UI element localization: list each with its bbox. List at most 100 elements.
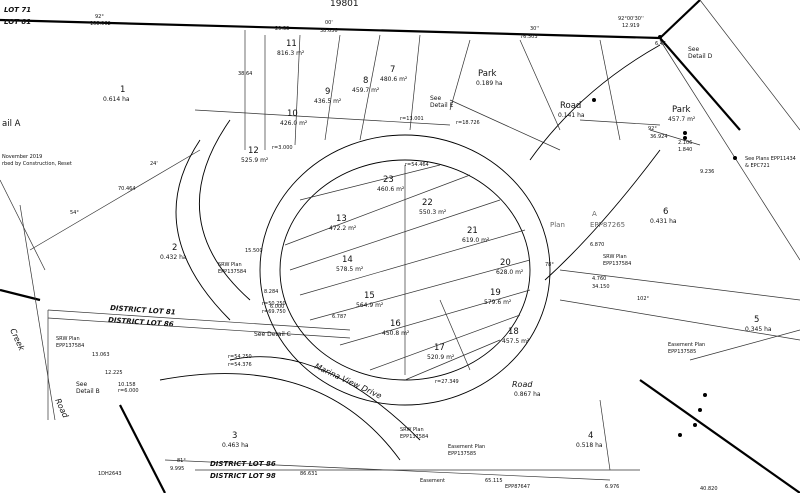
- dim-6: r=54.376: [228, 362, 252, 368]
- dim-24: 6.976: [605, 484, 619, 490]
- easement1-label: Easement Plan: [668, 342, 705, 348]
- dim-4: 38.64: [238, 71, 252, 77]
- lot-21-number: 21: [467, 226, 478, 236]
- dim-5: r=54.250: [228, 354, 252, 360]
- lot-3-number: 3: [232, 431, 237, 441]
- dl86-bottom: DISTRICT LOT 86: [210, 460, 276, 468]
- lot-12-area: 525.9 m²: [241, 157, 269, 164]
- park2-area: 457.7 m²: [668, 116, 696, 123]
- dim-7: r=27.349: [435, 379, 459, 385]
- side-disturbed: rbed by Construction, Reset: [2, 161, 72, 167]
- detail-c: See Detail C: [254, 331, 291, 338]
- detail-e-text-line1: Detail E: [430, 102, 454, 109]
- dim-23: 40.820: [700, 486, 718, 492]
- dim-25: 36.924: [650, 134, 668, 140]
- detail-b-text: See: [76, 381, 88, 388]
- lot-18-area: 457.5 m²: [502, 338, 530, 345]
- lot-2: 20.432 ha: [160, 243, 187, 261]
- plan-a-name: Plan: [550, 221, 565, 229]
- lot-20-number: 20: [500, 258, 511, 268]
- dim-14: 6.787: [332, 314, 346, 320]
- lot-10-area: 426.0 m²: [280, 120, 308, 127]
- dim-1: 70.464: [118, 186, 136, 192]
- dim-20: 34.150: [592, 284, 610, 290]
- dim-9: r=13.001: [400, 116, 424, 122]
- dim-37: 9.995: [170, 466, 184, 472]
- lot-15-area: 564.9 m²: [356, 302, 384, 309]
- easement1-num: EPP137585: [668, 349, 696, 355]
- lot-5-number: 5: [754, 315, 759, 325]
- lot-19-area: 579.6 m²: [484, 299, 512, 306]
- lot-4: 40.518 ha: [576, 431, 603, 449]
- see-plans2: & EPC721: [745, 163, 770, 169]
- road-top-name: Road: [560, 101, 581, 111]
- lot-9-number: 9: [325, 87, 330, 97]
- srw3-label: SRW Plan: [56, 336, 80, 342]
- lot-6-area: 0.431 ha: [650, 218, 677, 225]
- dim-11: r=54.464: [405, 162, 429, 168]
- lot-22-area: 550.3 m²: [419, 209, 447, 216]
- easement3-num: EPP87647: [505, 484, 530, 490]
- top-dim-3: 38.636: [320, 28, 338, 34]
- srw2-label: SRW Plan: [603, 254, 627, 260]
- detail-d-text: See: [688, 46, 700, 53]
- road-bottom-area: 0.867 ha: [514, 391, 541, 398]
- dim-13: r=69.750: [262, 309, 286, 315]
- lot-4-area: 0.518 ha: [576, 442, 603, 449]
- side-ail-a: ail A: [2, 119, 21, 129]
- street-road: Road: [53, 397, 70, 420]
- dim-16: 6.000: [270, 304, 284, 310]
- lot-22-number: 22: [422, 198, 433, 208]
- dim-19: 4.760: [592, 276, 606, 282]
- lot-11-number: 11: [286, 39, 297, 49]
- dimension-labels: 70.464 54° 24' 38.64 r=54.250 r=54.376 r…: [70, 26, 718, 492]
- survey-markers: [592, 35, 737, 437]
- dim-34: 1.840: [678, 147, 692, 153]
- srw1-label: SRW Plan: [218, 262, 242, 268]
- lot-21-area: 619.0 m²: [462, 237, 490, 244]
- top-dim-4: 30'': [530, 26, 539, 32]
- lot-dividers: [284, 164, 531, 381]
- lot-9-area: 436.5 m²: [314, 98, 342, 105]
- top-dim-6: 92°00'30'': [618, 16, 644, 22]
- street-creek: Creek: [8, 327, 26, 352]
- dim-32: 92°: [648, 126, 657, 132]
- dim-8: r=18.726: [456, 120, 480, 126]
- top-dim-8: 6.45: [655, 41, 666, 47]
- lot71-label: LOT 71: [4, 6, 31, 14]
- srw2-num: EPP137584: [603, 261, 631, 267]
- lot-14-area: 578.5 m²: [336, 266, 364, 273]
- lot-15-number: 15: [364, 291, 375, 301]
- lot-6-number: 6: [663, 207, 668, 217]
- dim-38: 29.33: [275, 26, 289, 32]
- dim-10: r=3.000: [272, 145, 293, 151]
- dim-29: r=6.000: [118, 388, 139, 394]
- lot-16-area: 450.8 m²: [382, 330, 410, 337]
- dim-12: r=50.250: [262, 301, 286, 307]
- side-november: November 2019: [2, 154, 42, 160]
- lot-10-number: 10: [287, 109, 298, 119]
- dim-22: 65.115: [485, 478, 503, 484]
- lot-12-number: 12: [248, 146, 259, 156]
- top-dim-1: 108.962: [90, 21, 111, 27]
- road-rings: [159, 44, 661, 461]
- lot-17-area: 520.9 m²: [427, 354, 455, 361]
- lot-11-area: 816.3 m²: [277, 50, 305, 57]
- lot-20-area: 628.0 m²: [496, 269, 524, 276]
- lot-1: 10.614 ha: [103, 85, 130, 103]
- detail-d-text-line1: Detail D: [688, 53, 713, 60]
- plan-a-letter: A: [592, 210, 597, 218]
- dim-21: 86.631: [300, 471, 318, 477]
- lot-8-number: 8: [363, 76, 368, 86]
